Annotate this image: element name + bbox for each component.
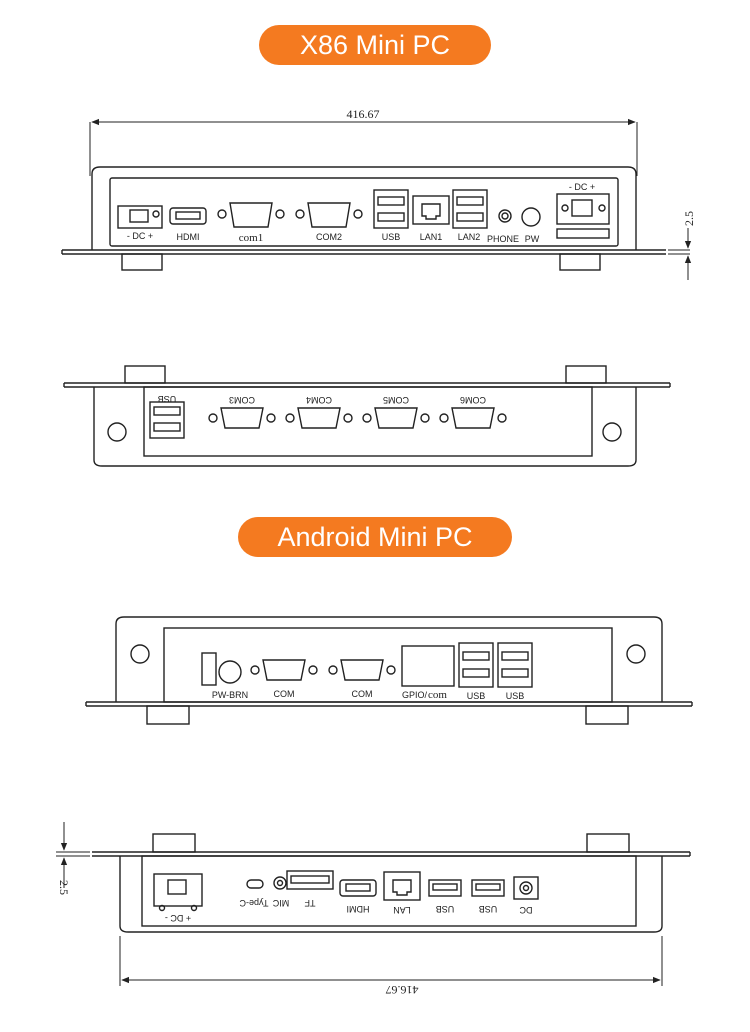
height-dimension-android: 2.5 (57, 880, 71, 895)
label-pw: PW (525, 234, 540, 244)
android-front-panel (85, 616, 693, 725)
label-com-b: COM (352, 689, 373, 699)
height-dimension-x86: 2.5 (682, 211, 696, 226)
label-dc-right: - DC + (569, 182, 595, 192)
x86-front-panel (61, 118, 692, 280)
label-com2: COM2 (316, 232, 342, 242)
android-front-labels: PW-BRN COM COM GPIO/ com USB USB (212, 689, 524, 701)
label-gpio-com: com (428, 689, 447, 701)
label-dc-jack: DC (519, 905, 532, 915)
label-back-usb-a: USB (436, 904, 455, 914)
label-com4: COM4 (306, 395, 332, 405)
label-lan1: LAN1 (420, 232, 443, 242)
label-tf: TF (304, 898, 315, 908)
label-back-hdmi: HDMI (347, 904, 370, 914)
android-title-badge: Android Mini PC (238, 517, 512, 557)
width-dimension-android: 416.67 (386, 983, 419, 997)
label-usb-b: USB (506, 691, 525, 701)
label-type-c: Type-C (239, 898, 269, 908)
label-gpio: GPIO/ (402, 690, 428, 700)
label-com5: COM5 (383, 395, 409, 405)
x86-title-badge: X86 Mini PC (259, 25, 491, 65)
label-pw-brn: PW-BRN (212, 690, 248, 700)
x86-front-labels: 416.67 - DC + HDMI com1 COM2 USB LAN1 LA… (127, 107, 696, 244)
label-usb: USB (382, 232, 401, 242)
width-dimension: 416.67 (347, 107, 380, 121)
label-com6: COM6 (460, 395, 486, 405)
label-com-a: COM (274, 689, 295, 699)
x86-back-labels: USB COM3 COM4 COM5 COM6 (158, 394, 486, 405)
label-phone: PHONE (487, 234, 519, 244)
android-back-panel (56, 822, 691, 986)
label-lan: LAN (393, 905, 411, 915)
label-hdmi: HDMI (177, 232, 200, 242)
label-back-usb-b: USB (479, 904, 498, 914)
label-com1: com1 (239, 232, 263, 244)
x86-back-panel (63, 365, 671, 467)
label-lan2: LAN2 (458, 232, 481, 242)
android-back-labels: + DC - Type-C MIC TF HDMI LAN USB USB DC… (57, 880, 533, 997)
label-back-usb: USB (158, 394, 177, 404)
label-back-dc: + DC - (165, 913, 191, 923)
label-dc-left: - DC + (127, 231, 153, 241)
label-usb-a: USB (467, 691, 486, 701)
label-com3: COM3 (229, 395, 255, 405)
label-mic: MIC (272, 898, 289, 908)
